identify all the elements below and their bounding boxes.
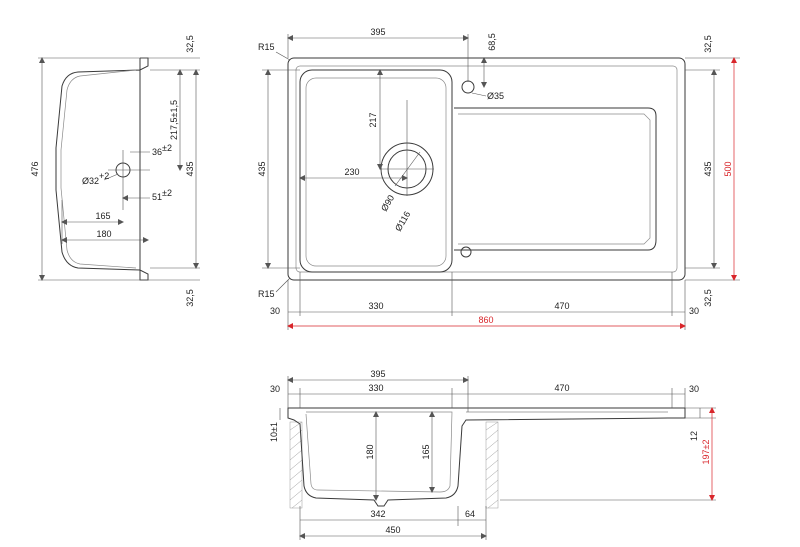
- dim-32-5-bottom: 32,5: [185, 289, 195, 307]
- dim-330: 330: [368, 383, 383, 393]
- dim-476: 476: [30, 161, 40, 176]
- leader-r15-bottom: [275, 277, 291, 293]
- dim-32-5-top: 32,5: [185, 35, 195, 53]
- dim-32-5-top: 32,5: [703, 35, 713, 53]
- dim-68-5: 68,5: [487, 33, 497, 51]
- bowl-outline: [299, 69, 453, 273]
- sink-section-inner: [305, 411, 453, 493]
- dim-51: 51: [152, 192, 162, 202]
- section-view: 395 30 330 470 30 10±1 180 165 12 197±2 …: [269, 369, 716, 540]
- drainboard-inner: [458, 113, 651, 245]
- dim-435-right: 435: [703, 161, 713, 176]
- dim-30-left: 30: [270, 306, 280, 316]
- dim-36: 36: [152, 147, 162, 157]
- dim-36-tol: ±2: [162, 143, 172, 153]
- dim-rim: 10±1: [269, 422, 279, 442]
- dim-30-right: 30: [689, 384, 699, 394]
- dim-435: 435: [185, 161, 195, 176]
- dim-217: 217: [368, 112, 378, 127]
- plan-view: 395 68,5 Ø35 R15 R15 217 230 Ø90 Ø116 43…: [257, 27, 740, 330]
- dim-165: 165: [421, 444, 431, 459]
- sink-section-outer: [287, 407, 686, 507]
- dim-51-tol: ±2: [162, 188, 172, 198]
- dim-12: 12: [689, 431, 699, 441]
- dim-217-5: 217,5±1,5: [169, 100, 179, 140]
- worktop-right: [485, 421, 499, 509]
- dim-230: 230: [344, 167, 359, 177]
- drain-inner-dia: Ø90: [379, 193, 396, 213]
- radius-bottom: R15: [258, 289, 275, 299]
- hatch-left: [289, 421, 303, 509]
- drain-outer-dia: Ø116: [393, 210, 412, 233]
- side-profile-inner: [60, 69, 137, 269]
- dim-30-right: 30: [689, 306, 699, 316]
- side-profile-outer: [55, 57, 149, 281]
- dim-860: 860: [478, 315, 493, 325]
- dim-342: 342: [370, 509, 385, 519]
- drainboard-outline: [454, 107, 657, 251]
- leader-tap: [471, 92, 487, 97]
- dim-330: 330: [368, 301, 383, 311]
- dim-450: 450: [385, 525, 400, 535]
- dim-470: 470: [554, 383, 569, 393]
- tap-hole-dia: Ø35: [487, 91, 504, 101]
- leader-drain: [394, 151, 421, 187]
- dim-470: 470: [554, 301, 569, 311]
- dim-180: 180: [96, 229, 111, 239]
- leader-tap: [103, 173, 119, 181]
- dim-435-left: 435: [257, 161, 267, 176]
- dim-64: 64: [465, 509, 475, 519]
- dim-197: 197±2: [701, 440, 711, 465]
- tap-hole-tol: +2: [99, 171, 109, 181]
- dim-180: 180: [365, 444, 375, 459]
- dim-30-left: 30: [270, 384, 280, 394]
- dim-500: 500: [723, 161, 733, 176]
- dim-165: 165: [95, 211, 110, 221]
- hatch-right: [485, 421, 499, 509]
- side-view: 476 435 32,5 32,5 217,5±1,5 36 ±2 51 ±2 …: [30, 35, 200, 307]
- bowl-inner: [305, 77, 447, 267]
- tap-hole-dia: Ø32: [82, 176, 99, 186]
- dim-32-5-bottom: 32,5: [703, 289, 713, 307]
- worktop-left: [289, 421, 303, 509]
- dim-395: 395: [370, 27, 385, 37]
- radius-top: R15: [258, 42, 275, 52]
- leader-r15-top: [275, 51, 291, 61]
- tap-hole-icon: [461, 80, 475, 94]
- dim-395: 395: [370, 369, 385, 379]
- overflow-hole-icon: [460, 246, 472, 258]
